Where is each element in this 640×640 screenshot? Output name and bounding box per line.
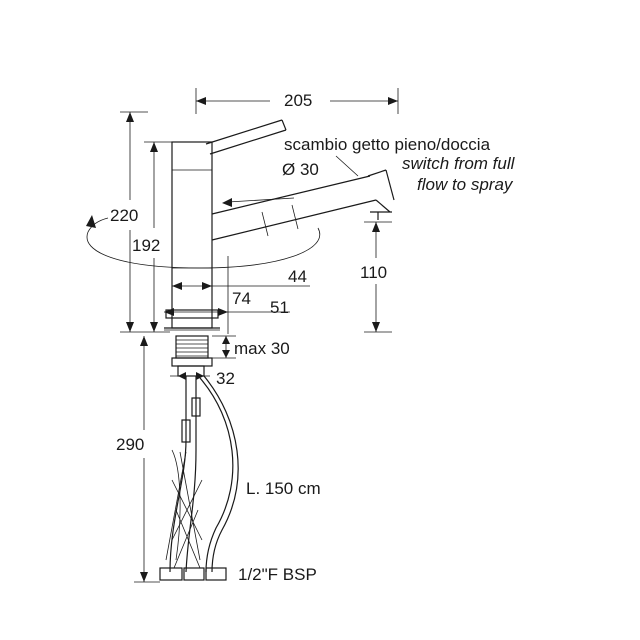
dim-192 — [120, 141, 172, 333]
label-switch-en-1: switch from full — [402, 154, 515, 173]
label-110: 110 — [360, 263, 388, 282]
faucet-body — [164, 141, 220, 331]
dim-110 — [364, 221, 392, 333]
dim-205 — [195, 88, 399, 114]
hoses — [159, 375, 239, 581]
label-connection: 1/2"F BSP — [238, 565, 317, 584]
label-32: 32 — [216, 369, 235, 388]
spout — [211, 169, 395, 241]
label-spout-diameter: Ø 30 — [282, 160, 319, 179]
label-max30: max 30 — [234, 339, 290, 358]
lever-handle — [205, 119, 287, 155]
label-44: 44 — [288, 267, 307, 286]
label-switch-it: scambio getto pieno/doccia — [284, 135, 491, 154]
dim-220 — [120, 111, 148, 332]
swivel-arc — [86, 197, 321, 269]
threaded-shank — [171, 335, 213, 377]
dim-44 — [172, 268, 310, 296]
dim-290 — [134, 336, 160, 583]
dim-32 — [170, 372, 210, 380]
switch-leader — [335, 155, 359, 177]
label-220: 220 — [110, 206, 139, 225]
label-205: 205 — [284, 91, 313, 110]
label-290: 290 — [116, 435, 145, 454]
dim-max30 — [212, 335, 236, 359]
label-51: 51 — [270, 298, 289, 317]
dim-74-51 — [164, 256, 290, 334]
label-192: 192 — [132, 236, 161, 255]
label-hose-length: L. 150 cm — [246, 479, 321, 498]
label-74: 74 — [232, 289, 251, 308]
label-switch-en-2: flow to spray — [417, 175, 513, 194]
